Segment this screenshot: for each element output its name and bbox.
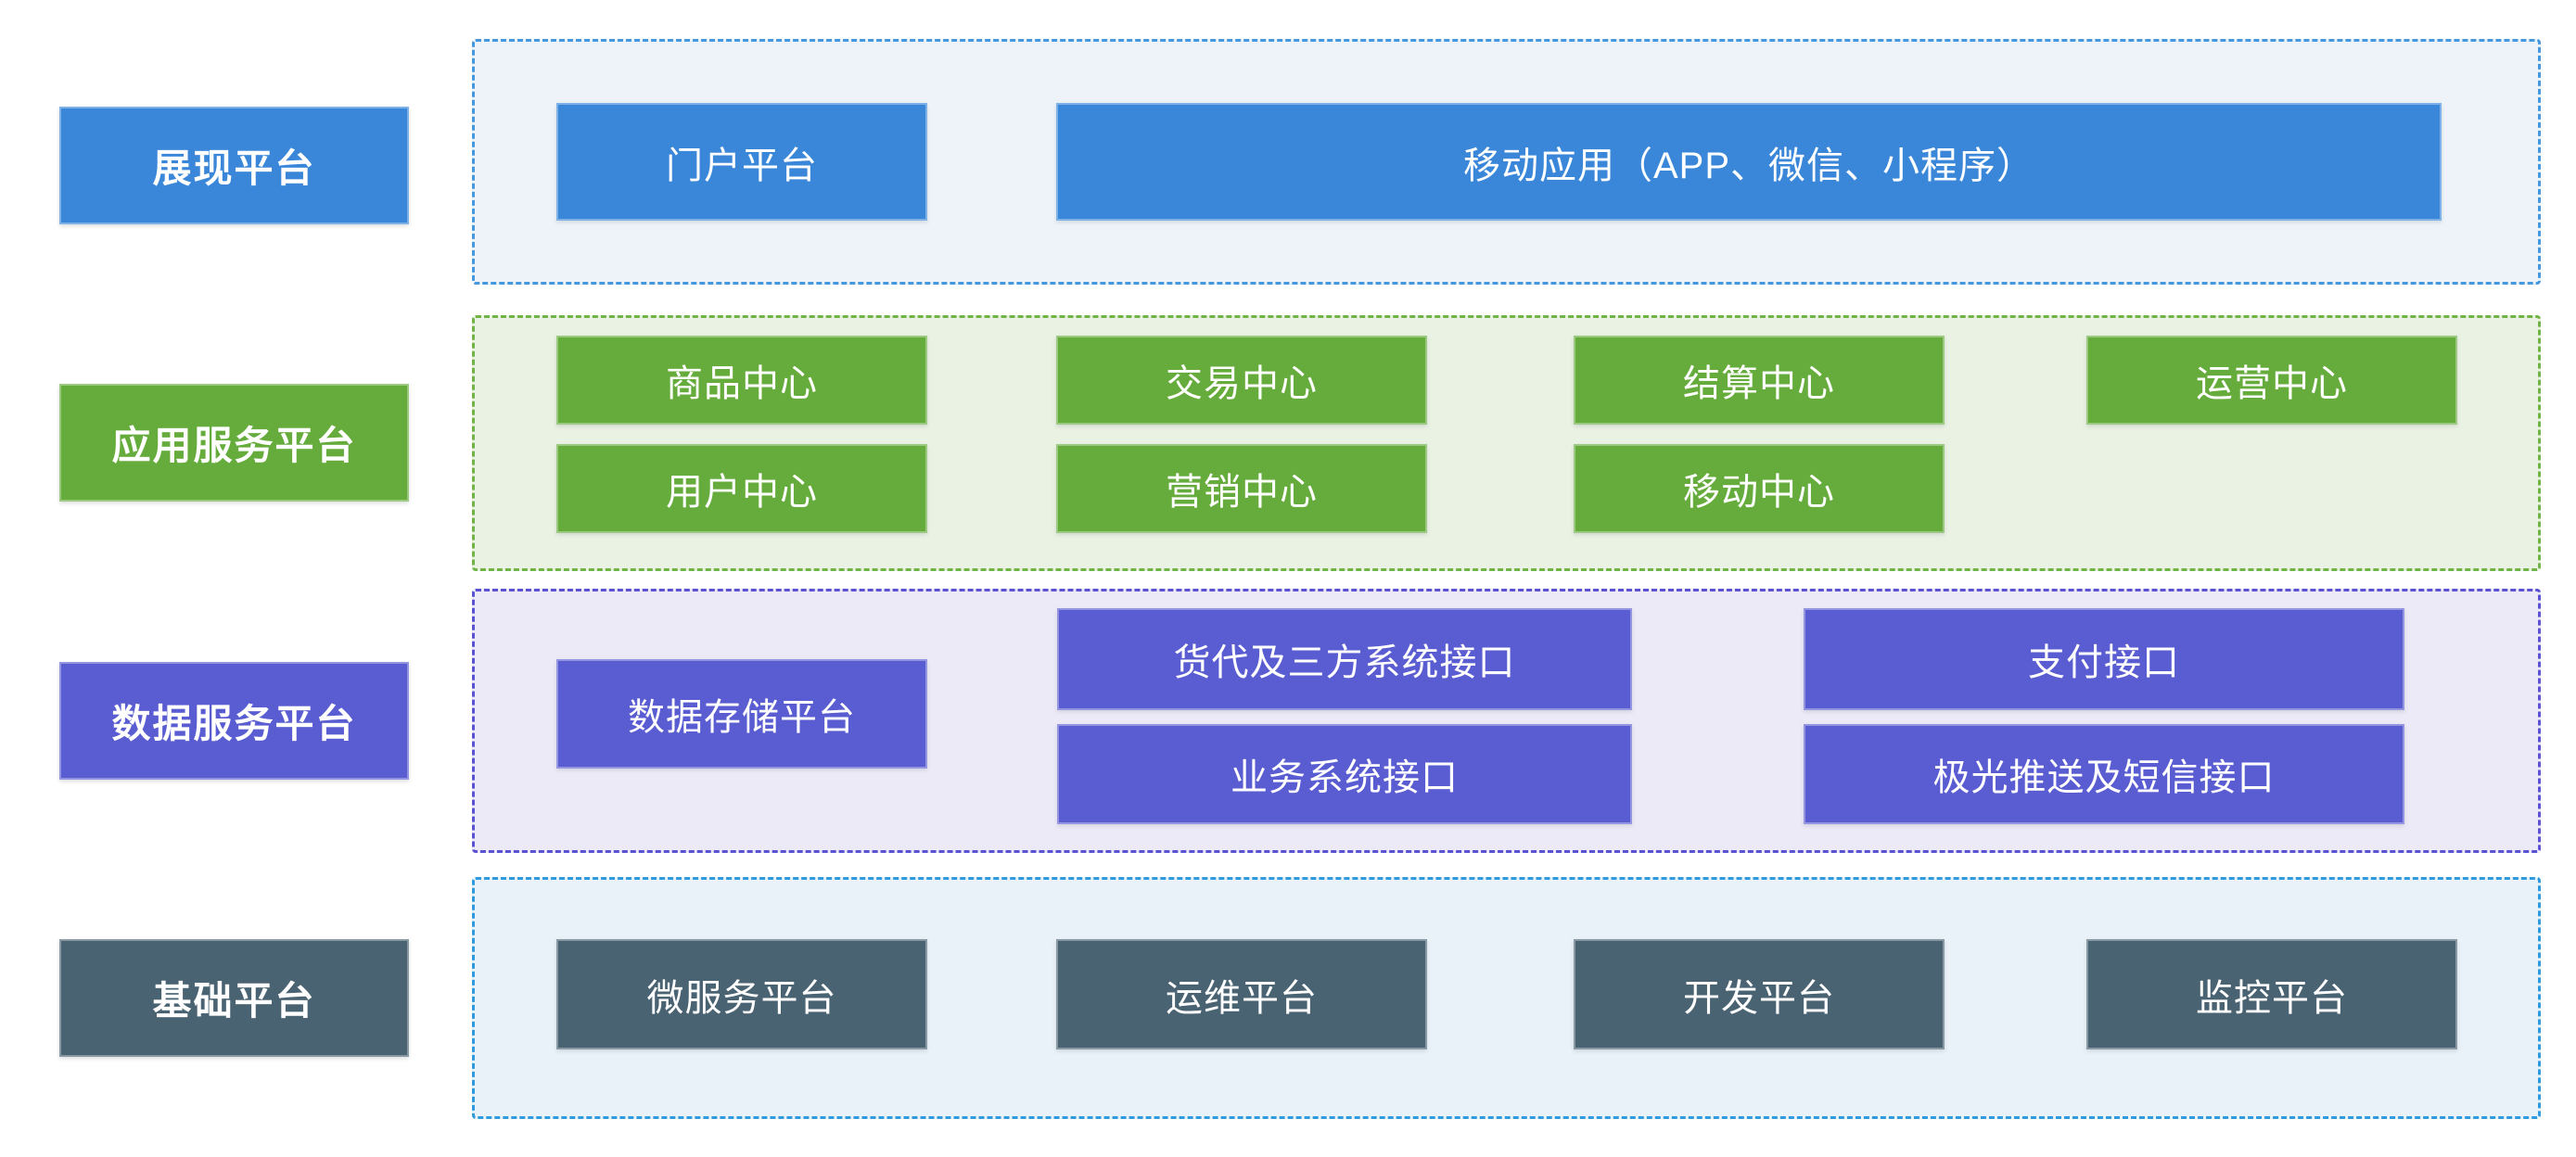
box-business-system-interface: 业务系统接口 [1057, 724, 1632, 824]
box-data-storage-platform: 数据存储平台 [556, 659, 927, 769]
box-mobile-center: 移动中心 [1574, 444, 1945, 533]
box-dev-platform: 开发平台 [1574, 939, 1945, 1049]
base-platform-layer-group: 微服务平台 运维平台 开发平台 监控平台 [472, 877, 2541, 1119]
box-jpush-sms-interface: 极光推送及短信接口 [1804, 724, 2404, 824]
row-label-base-platform: 基础平台 [59, 939, 409, 1057]
box-mobile-apps: 移动应用（APP、微信、小程序） [1056, 103, 2442, 221]
box-settlement-center: 结算中心 [1574, 336, 1945, 425]
box-microservice-platform: 微服务平台 [556, 939, 927, 1049]
presentation-layer-group: 门户平台 移动应用（APP、微信、小程序） [472, 39, 2541, 285]
row-label-app-service-platform: 应用服务平台 [59, 384, 409, 502]
box-payment-interface: 支付接口 [1804, 608, 2404, 710]
data-service-layer-group: 数据存储平台 货代及三方系统接口 业务系统接口 支付接口 极光推送及短信接口 [472, 589, 2541, 853]
box-marketing-center: 营销中心 [1056, 444, 1427, 533]
row-label-presentation-platform: 展现平台 [59, 107, 409, 224]
box-monitor-platform: 监控平台 [2086, 939, 2457, 1049]
box-product-center: 商品中心 [556, 336, 927, 425]
box-portal-platform: 门户平台 [556, 103, 927, 221]
box-user-center: 用户中心 [556, 444, 927, 533]
box-ops-platform: 运维平台 [1056, 939, 1427, 1049]
app-service-layer-group: 商品中心 交易中心 结算中心 运营中心 用户中心 营销中心 移动中心 [472, 315, 2541, 571]
box-operation-center: 运营中心 [2086, 336, 2457, 425]
box-forwarder-third-party-interface: 货代及三方系统接口 [1057, 608, 1632, 710]
row-label-data-service-platform: 数据服务平台 [59, 662, 409, 780]
box-trade-center: 交易中心 [1056, 336, 1427, 425]
